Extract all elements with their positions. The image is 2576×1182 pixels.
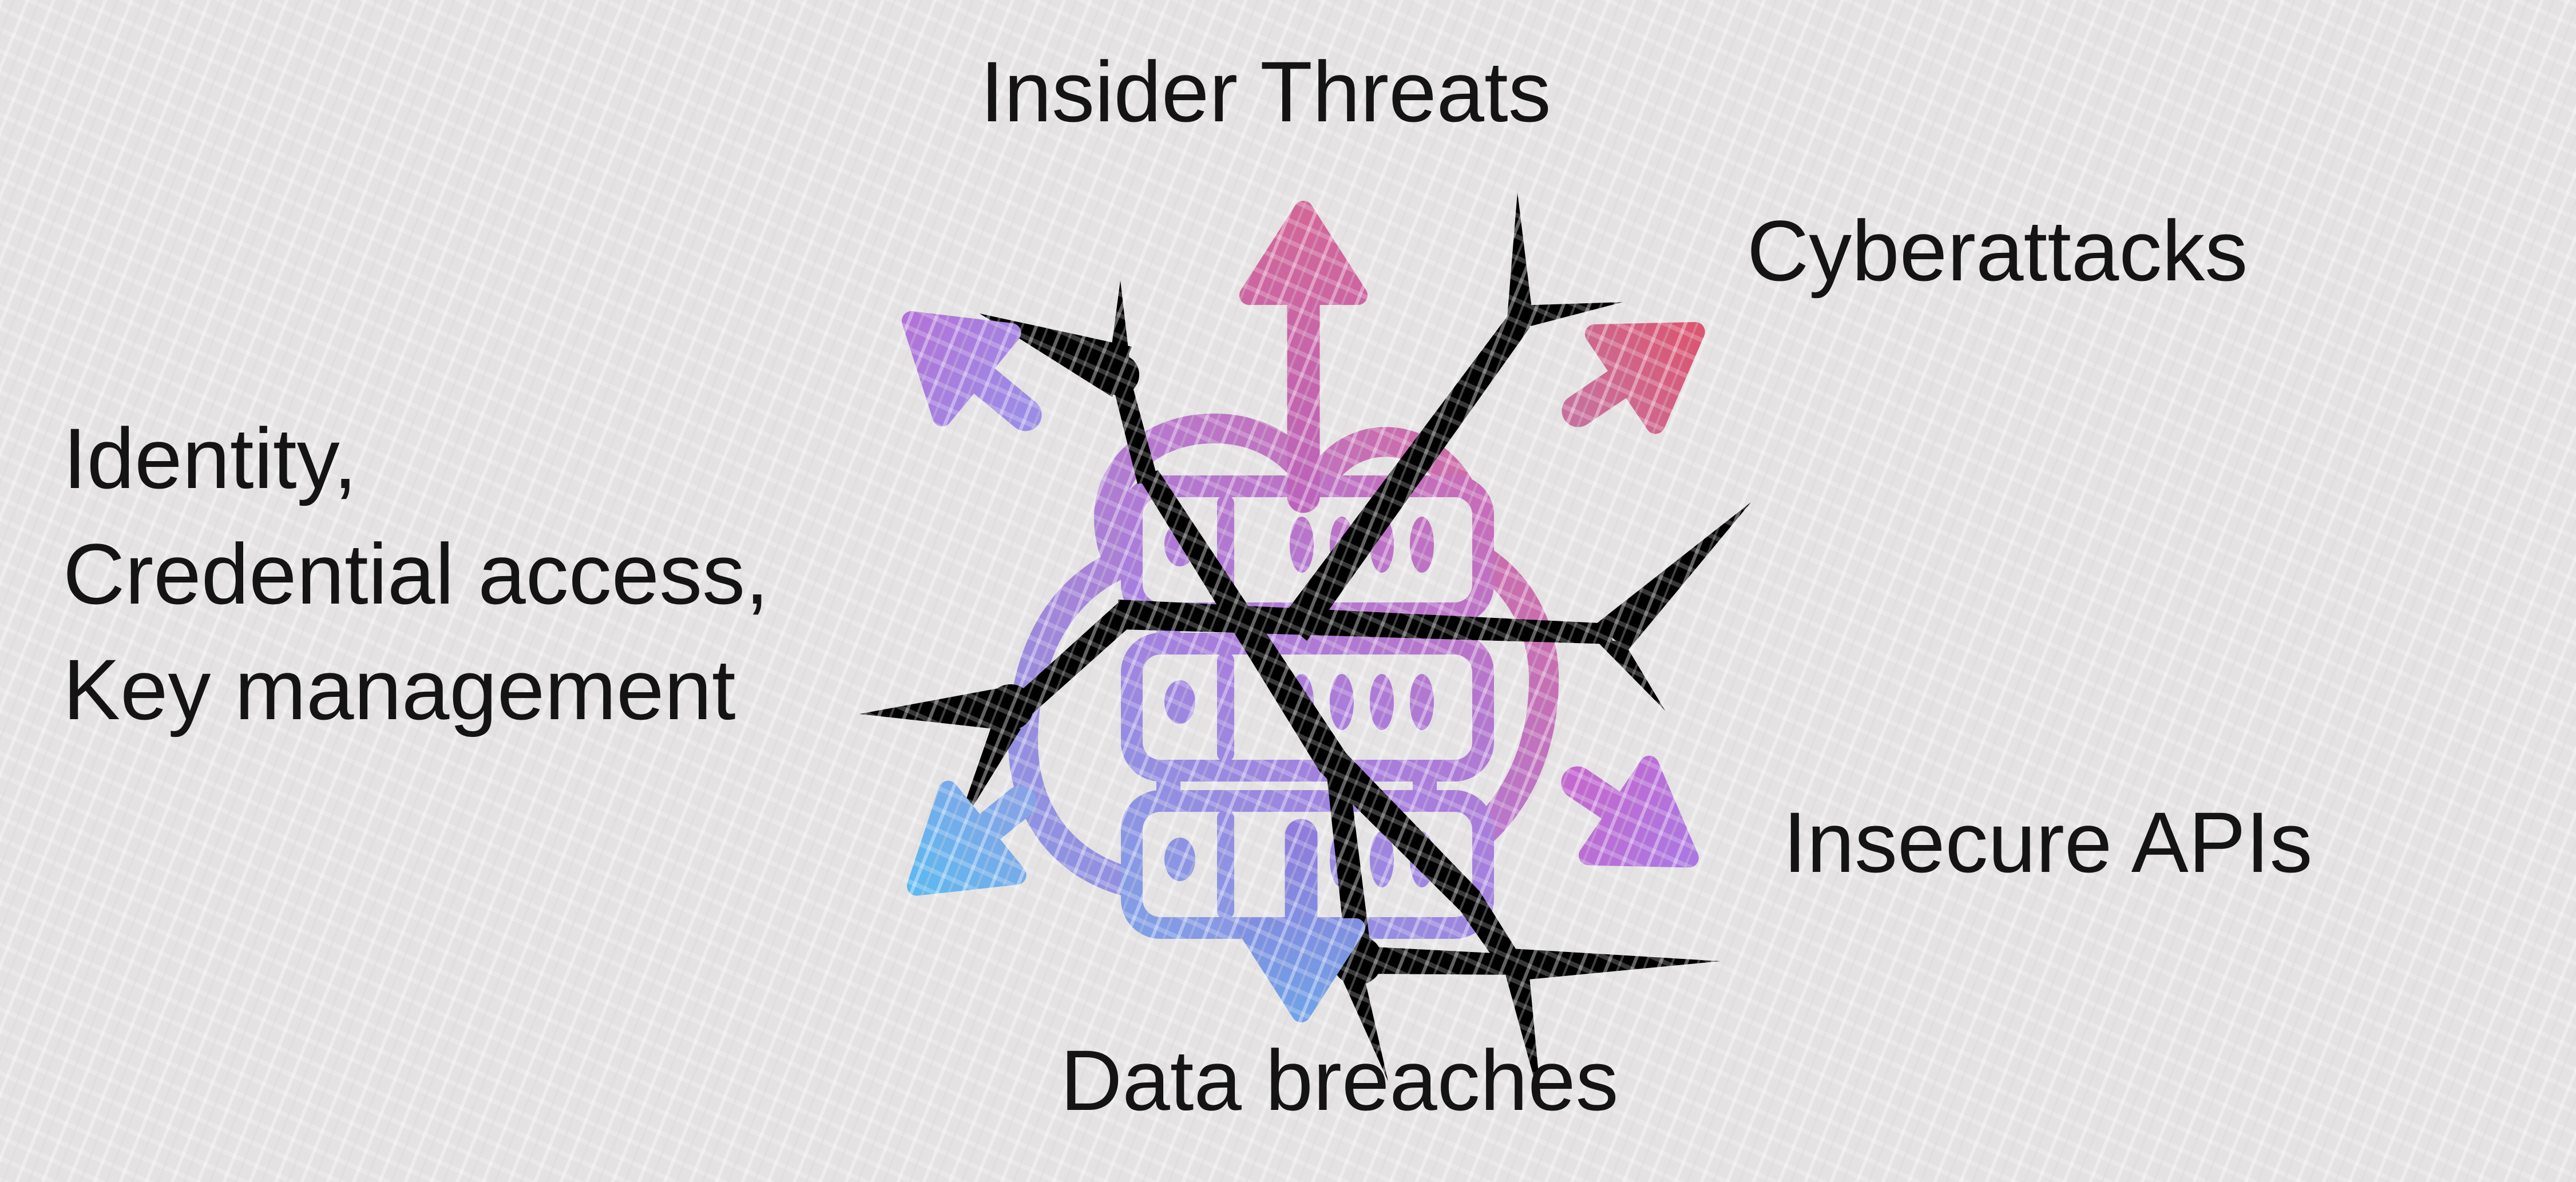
crack-shard [1361, 946, 1517, 975]
arrow-down-right-icon [1561, 755, 1699, 868]
crack-shard [1512, 949, 1720, 981]
arrow-up-icon [1239, 201, 1368, 513]
crack-shard [1324, 749, 1370, 942]
crack-shard [1338, 969, 1388, 1081]
crack-shard [1504, 968, 1541, 1105]
insecure-apis-label: Insecure APIs [1783, 794, 2313, 890]
rack-led [1370, 674, 1394, 730]
crack-shard [1138, 470, 1522, 973]
rack-led [1290, 517, 1314, 573]
crack-shard [1596, 502, 1751, 651]
insider-threats-label: Insider Threats [980, 43, 1551, 140]
cyberattacks-label: Cyberattacks [1747, 203, 2248, 299]
rack-dot [1164, 680, 1195, 724]
crack-shard [1507, 192, 1533, 323]
identity-credentials-label: Identity, Credential access, Key managem… [63, 400, 769, 747]
crack-shard [1517, 302, 1623, 328]
crack-shard [1594, 638, 1665, 711]
rack-led [1370, 831, 1394, 887]
data-breaches-label: Data breaches [1060, 1032, 1619, 1128]
identity-label-line: Identity, [63, 410, 358, 506]
key-management-label-line: Key management [63, 641, 736, 737]
arrow-down-left-icon [906, 780, 1037, 896]
credential-access-label-line: Credential access, [63, 526, 769, 622]
rack-led [1330, 674, 1354, 730]
rack-dot [1164, 838, 1195, 881]
crack-shard [1108, 280, 1132, 379]
crack-shard [1118, 600, 1612, 644]
arrow-down-icon [1237, 819, 1365, 1022]
shatter-cracks-icon [859, 192, 1751, 1105]
rack-led [1410, 517, 1434, 573]
crack-shard [859, 685, 1015, 731]
rack-led [1410, 674, 1434, 730]
arrow-up-left-icon [901, 311, 1042, 431]
arrow-up-right-icon [1562, 322, 1705, 434]
crack-shard [1281, 314, 1530, 641]
crack-shard [1111, 379, 1158, 484]
crack-shard [1014, 601, 1130, 722]
